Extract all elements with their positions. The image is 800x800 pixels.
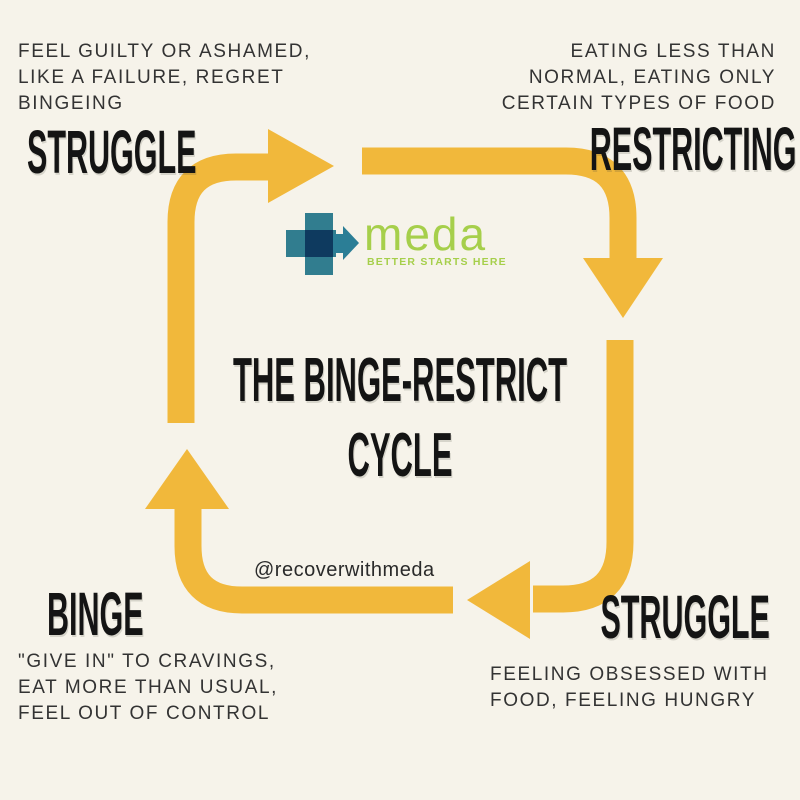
- logo-arrow-icon: [343, 226, 359, 260]
- top-left-description: FEEL GUILTY OR ASHAMED, LIKE A FAILURE, …: [18, 39, 311, 117]
- bottom-right-description: FEELING OBSESSED WITH FOOD, FEELING HUNG…: [490, 662, 769, 714]
- arrow-binge-to-struggle: [145, 449, 453, 614]
- poster-title-line2: CYCLE: [347, 421, 453, 490]
- description-line: LIKE A FAILURE, REGRET: [18, 67, 285, 88]
- stage-heading-struggle-top: STRUGGLE: [27, 118, 197, 186]
- logo-arrow-shaft: [333, 234, 344, 253]
- arrow-head-down-icon: [583, 258, 663, 318]
- stage-heading-binge: BINGE: [47, 580, 144, 648]
- arrow-restricting-to-struggle: [362, 147, 663, 318]
- logo-wordmark: meda: [364, 208, 488, 260]
- logo-tagline: BETTER STARTS HERE: [367, 256, 507, 268]
- arrow-shaft: [174, 505, 453, 614]
- arrow-struggle-to-binge: [467, 340, 634, 639]
- description-line: EATING LESS THAN: [570, 41, 776, 62]
- description-line: FOOD, FEELING HUNGRY: [490, 690, 757, 711]
- poster-title-line1: THE BINGE-RESTRICT: [232, 346, 568, 415]
- stage-heading-struggle-bottom: STRUGGLE: [600, 583, 770, 651]
- description-line: EAT MORE THAN USUAL,: [18, 677, 279, 698]
- social-handle: @recoverwithmeda: [254, 559, 435, 581]
- arrow-shaft: [362, 147, 637, 261]
- arrow-shaft: [533, 340, 634, 613]
- description-line: "GIVE IN" TO CRAVINGS,: [18, 651, 276, 672]
- top-right-description: EATING LESS THAN NORMAL, EATING ONLY CER…: [502, 39, 776, 117]
- arrow-head-right-icon: [268, 129, 334, 203]
- arrow-head-up-icon: [145, 449, 229, 509]
- arrow-shaft: [167, 153, 272, 423]
- arrow-struggle-to-restricting: [167, 129, 334, 423]
- arrow-head-left-icon: [467, 561, 530, 639]
- description-line: FEEL GUILTY OR ASHAMED,: [18, 41, 312, 62]
- stage-heading-restricting: RESTRICTING: [589, 115, 796, 183]
- description-line: CERTAIN TYPES OF FOOD: [501, 93, 776, 114]
- description-line: FEEL OUT OF CONTROL: [18, 703, 271, 724]
- logo-cross-center-square: [305, 230, 333, 257]
- description-line: NORMAL, EATING ONLY: [528, 67, 776, 88]
- description-line: FEELING OBSESSED WITH: [490, 664, 769, 685]
- description-line: BINGEING: [18, 93, 124, 114]
- bottom-left-description: "GIVE IN" TO CRAVINGS, EAT MORE THAN USU…: [18, 649, 278, 727]
